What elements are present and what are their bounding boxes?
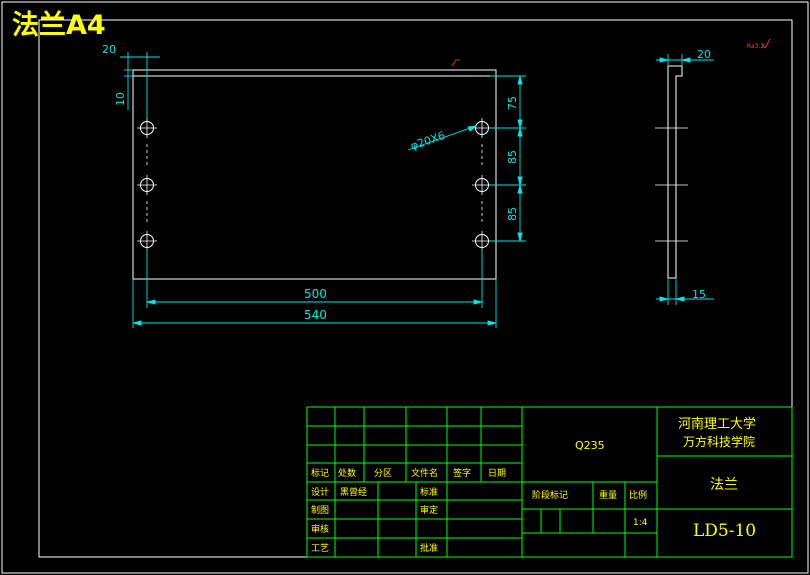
- roughness-symbol-icon: [761, 38, 771, 49]
- flange-plate-outline: [132, 69, 497, 280]
- row-label-design: 设计: [311, 486, 329, 498]
- dim-hole-callout: φ20X6: [409, 129, 447, 153]
- title-block-texts: 标记 处数 分区 文件名 签字 日期 设计 黑曾经 标准 制图 审定 审核 工艺…: [311, 416, 756, 554]
- stage-mark-label: 阶段标记: [532, 489, 568, 501]
- title-block: [306, 406, 793, 558]
- dim-side-thickness-bottom: 15: [692, 288, 706, 301]
- row-label-process: 工艺: [311, 543, 329, 554]
- dim-side-thickness-top: 20: [697, 48, 711, 61]
- dim-hole-spacing-bottom: 85: [506, 207, 519, 221]
- review-label: 审定: [420, 504, 438, 516]
- scale-label: 比例: [629, 489, 647, 501]
- drawing-corner-title: 法兰A4: [12, 10, 106, 41]
- header-label-mark: 标记: [311, 467, 329, 479]
- dim-top-width: 20: [102, 43, 116, 56]
- side-view: 20 15 Ra3.2: [655, 38, 771, 305]
- side-plate-outline: [667, 65, 683, 279]
- weight-label: 重量: [599, 489, 617, 501]
- dim-hole-spacing-top: 75: [506, 96, 519, 110]
- side-view-dimensions: [656, 54, 714, 305]
- roughness-mark: Ra3.2: [747, 43, 764, 50]
- part-name: 法兰: [710, 477, 738, 493]
- university-name: 河南理工大学: [678, 416, 756, 432]
- row-label-check: 审核: [311, 523, 329, 535]
- header-label-doc-no: 文件名: [411, 467, 438, 479]
- header-label-date: 日期: [488, 468, 506, 479]
- dim-overall-width: 540: [304, 308, 327, 322]
- hole-centerlines: [137, 118, 492, 251]
- row-label-drawing: 制图: [311, 504, 329, 516]
- designer-name: 黑曾经: [340, 486, 367, 498]
- college-name: 万方科技学院: [683, 434, 755, 449]
- front-view-dimension-texts: 20 10 φ20X6 75 85 85 500 540: [102, 43, 519, 322]
- header-label-zone: 分区: [374, 468, 392, 479]
- header-label-quantity: 处数: [338, 467, 356, 479]
- dim-hole-span: 500: [304, 287, 327, 301]
- surface-mark: [451, 59, 460, 67]
- material-text: Q235: [575, 439, 605, 452]
- front-view-dimensions: [120, 52, 526, 328]
- drawing-number: LD5-10: [693, 521, 756, 541]
- scale-value: 1:4: [633, 518, 648, 528]
- approve-label: 批准: [420, 542, 438, 554]
- front-view: 20 10 φ20X6 75 85 85 500 540: [102, 43, 526, 328]
- dim-hole-spacing-mid: 85: [506, 150, 519, 164]
- dim-left-height: 10: [114, 92, 127, 106]
- header-label-signature: 签字: [453, 467, 471, 479]
- standardization-label: 标准: [420, 486, 438, 498]
